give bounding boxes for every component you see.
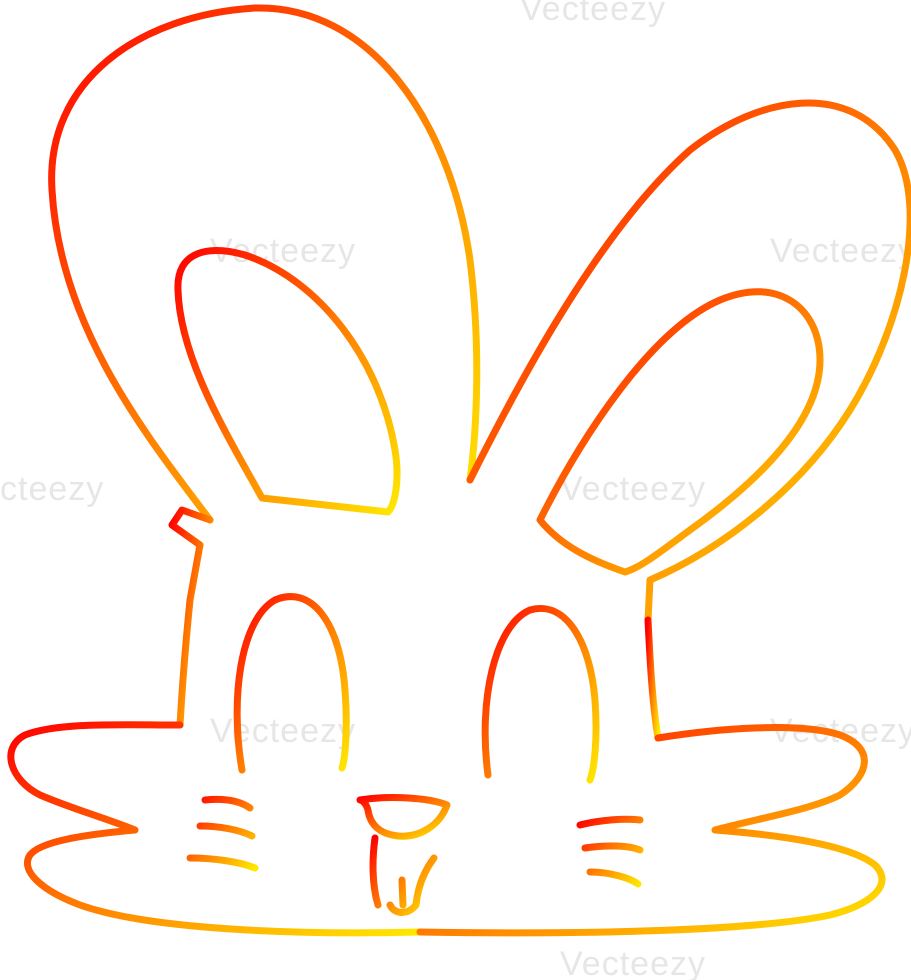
watermark-text: Vecteezy: [520, 0, 666, 28]
left-whiskers: [186, 795, 259, 872]
right-cheek: [416, 724, 886, 937]
right-ear-inner: [536, 288, 824, 576]
left-cheek: [7, 721, 424, 937]
right-whiskers: [576, 815, 644, 888]
watermark-text: Vecteezy: [770, 232, 911, 270]
face-left-side: [168, 506, 214, 729]
right-eye: [481, 605, 600, 784]
left-ear-outer: [48, 4, 481, 524]
right-ear-outer: [466, 99, 911, 624]
mouth: [369, 834, 438, 916]
watermark-text: Vecteezy: [560, 470, 706, 508]
left-ear-inner: [174, 247, 401, 516]
watermark-text: Vecteezy: [560, 945, 706, 980]
watermark-text: cteezy: [0, 470, 104, 508]
nose: [356, 794, 451, 840]
left-eye: [233, 593, 350, 774]
face-right-side: [644, 616, 662, 742]
watermark-text: Vecteezy: [210, 712, 356, 750]
